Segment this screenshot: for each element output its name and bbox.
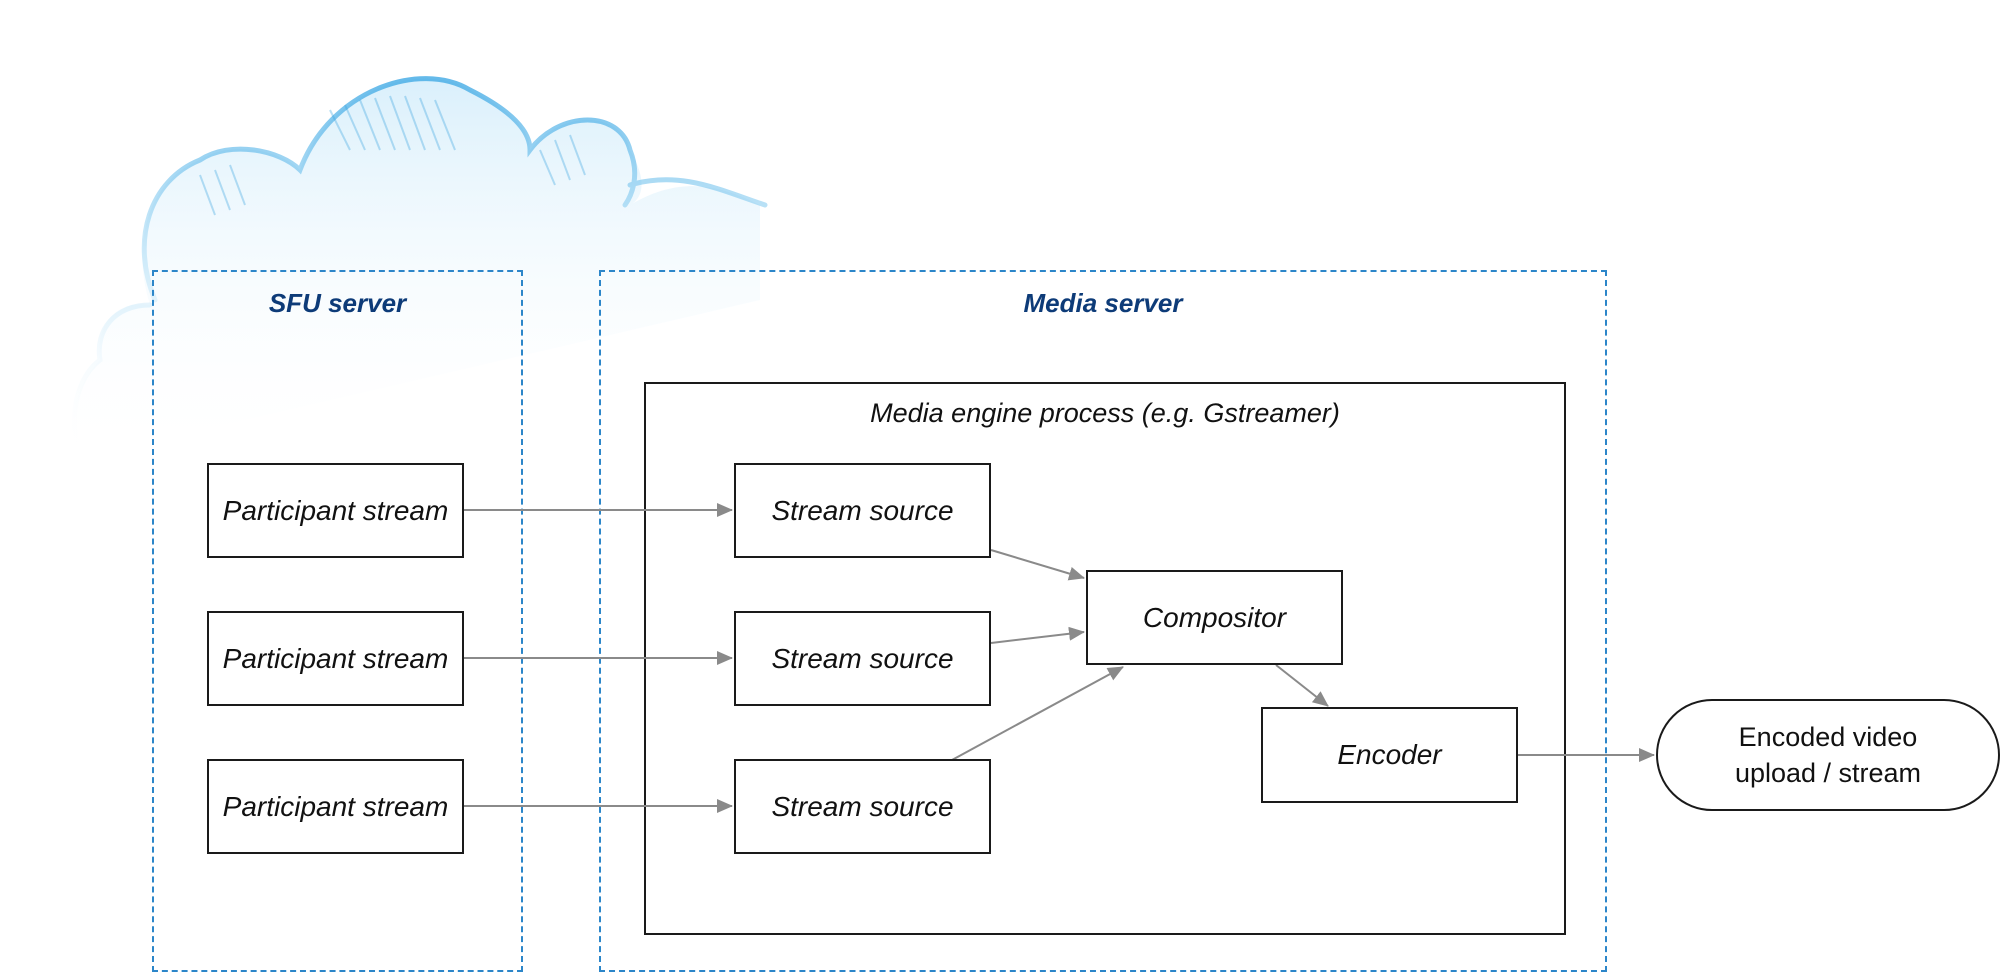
- cloud-sketch-icon: [71, 76, 768, 460]
- stream-source-3: Stream source: [734, 759, 991, 854]
- arrow-source1-to-compositor: [990, 549, 1085, 581]
- media-server-title: Media server: [1023, 288, 1183, 318]
- stream-source-2: Stream source: [734, 611, 991, 706]
- participant-stream-1: Participant stream: [207, 463, 464, 558]
- arrow-source3-to-compositor: [951, 666, 1124, 761]
- sfu-server-title: SFU server: [268, 288, 407, 318]
- media-engine-title: Media engine process (e.g. Gstreamer): [870, 398, 1340, 428]
- media-server-container: Media server: [599, 270, 1607, 972]
- sfu-server-container: SFU server: [152, 270, 523, 972]
- encoder-node: Encoder: [1261, 707, 1518, 803]
- arrow-compositor-to-encoder: [1275, 664, 1329, 707]
- arrow-source2-to-compositor: [990, 626, 1085, 644]
- participant-stream-2: Participant stream: [207, 611, 464, 706]
- encoded-video-output: Encoded video upload / stream: [1656, 699, 2000, 811]
- compositor-node: Compositor: [1086, 570, 1343, 665]
- participant-stream-3: Participant stream: [207, 759, 464, 854]
- stream-source-1: Stream source: [734, 463, 991, 558]
- output-line-1: Encoded video: [1738, 722, 1918, 752]
- output-line-2: upload / stream: [1734, 758, 1922, 788]
